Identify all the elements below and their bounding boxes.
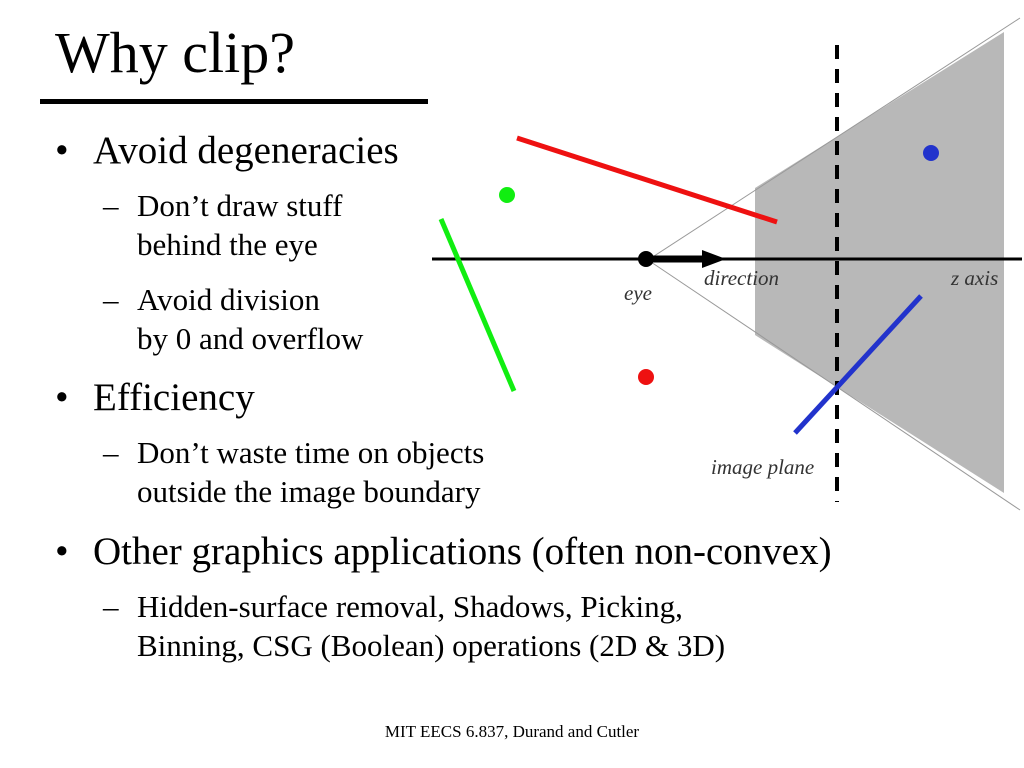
image-plane-label: image plane [711, 455, 814, 479]
slide-footer: MIT EECS 6.837, Durand and Cutler [384, 722, 640, 741]
green-point [499, 187, 515, 203]
z-axis-label: z axis [950, 266, 998, 290]
blue-segment [793, 294, 923, 435]
frustum-upper-edge [647, 17, 1021, 261]
bullet-text: Avoid degeneracies [93, 129, 399, 172]
bullet-glyph: • [55, 129, 69, 172]
sub-bullet-line1: Don’t draw stuff [137, 188, 343, 223]
sub-bullet-line1: Don’t waste time on objects [137, 435, 485, 470]
sub-bullet-line2: behind the eye [137, 227, 318, 262]
view-frustum-region [755, 32, 1004, 493]
eye-label: eye [624, 281, 652, 305]
blue-point [923, 145, 939, 161]
eye-point [638, 251, 654, 267]
bullet-other-applications: • Other graphics applications (often non-… [55, 530, 832, 574]
bullet-efficiency: • Efficiency [55, 376, 255, 420]
sub-bullet-behind-eye: –Don’t draw stuff behind the eye [103, 186, 343, 264]
bullet-text: Other graphics applications (often non-c… [93, 530, 832, 573]
direction-arrow-head [702, 250, 726, 268]
slide-title: Why clip? [55, 20, 295, 85]
direction-label: direction [704, 266, 779, 290]
bullet-avoid-degeneracies: • Avoid degeneracies [55, 129, 399, 173]
red-point [638, 369, 654, 385]
dash-glyph: – [103, 435, 119, 470]
sub-bullet-line2: Binning, CSG (Boolean) operations (2D & … [137, 628, 726, 663]
dash-glyph: – [103, 589, 119, 624]
frustum-lower-edge [647, 259, 1021, 511]
dash-glyph: – [103, 188, 119, 223]
sub-bullet-line1: Hidden-surface removal, Shadows, Picking… [137, 589, 683, 624]
green-segment [438, 218, 517, 392]
bullet-text: Efficiency [93, 376, 255, 419]
sub-bullet-line1: Avoid division [137, 282, 320, 317]
sub-bullet-line2: by 0 and overflow [137, 321, 364, 356]
sub-bullet-division: –Avoid division by 0 and overflow [103, 280, 363, 358]
bullet-glyph: • [55, 376, 69, 419]
sub-bullet-hidden-surface: –Hidden-surface removal, Shadows, Pickin… [103, 587, 725, 665]
title-underline [40, 99, 428, 104]
red-segment [516, 135, 778, 225]
sub-bullet-waste-time: –Don’t waste time on objects outside the… [103, 433, 484, 511]
sub-bullet-line2: outside the image boundary [137, 474, 481, 509]
bullet-glyph: • [55, 530, 69, 573]
dash-glyph: – [103, 282, 119, 317]
